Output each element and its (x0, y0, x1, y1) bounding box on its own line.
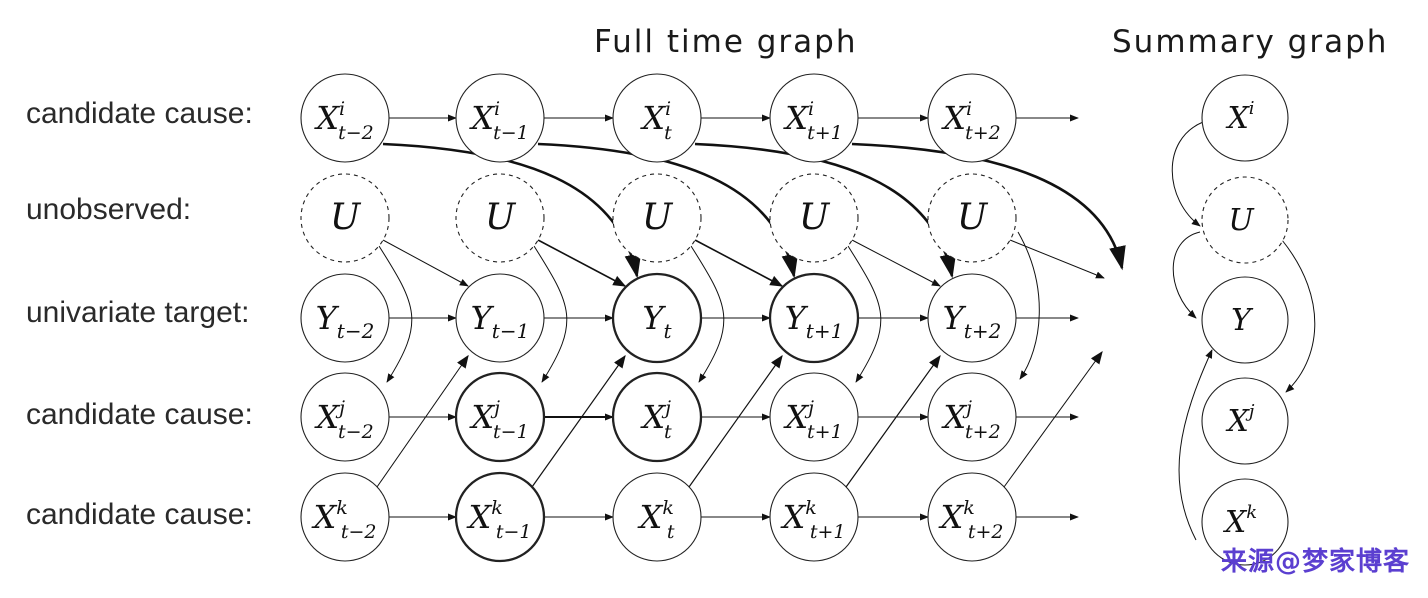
edge-xk-y-4 (1003, 350, 1103, 488)
svg-text:Xit+1: Xit+1 (782, 98, 843, 144)
edge-xk-y-0 (376, 354, 469, 488)
svg-text:Xj: Xj (1226, 401, 1255, 439)
svg-text:Xjt+2: Xjt+2 (940, 397, 1000, 443)
node-u-t3: U (769, 173, 859, 263)
svg-text:Yt+2: Yt+2 (943, 299, 1002, 343)
svg-text:Xkt−1: Xkt−1 (466, 497, 532, 543)
svg-text:Yt+1: Yt+1 (785, 299, 844, 343)
summary-node-u: U (1201, 176, 1289, 264)
svg-text:Xit−2: Xit−2 (313, 98, 374, 144)
edge-u-xj-3 (847, 245, 882, 383)
edge-xk-y-1 (531, 354, 626, 488)
node-y-t2: Yt (611, 272, 703, 364)
summary-edge-xi-u (1171, 121, 1204, 227)
row-label-univariate-target: univariate target: (26, 296, 250, 329)
edge-u-xj-2 (690, 245, 725, 383)
edge-xi-lag2-3 (851, 142, 1126, 271)
full-time-graph-title: Full time graph (594, 24, 858, 60)
svg-text:U: U (1228, 203, 1255, 238)
svg-text:U: U (799, 197, 831, 238)
svg-text:Y: Y (1231, 303, 1254, 338)
edge-u-y-4 (1009, 239, 1105, 279)
svg-text:Xk: Xk (1223, 502, 1257, 540)
svg-text:Xkt: Xkt (637, 497, 675, 543)
edge-u-y-1 (537, 239, 627, 287)
edge-u-xj-1 (533, 245, 568, 383)
node-u-t4: U (927, 173, 1017, 263)
svg-text:U: U (485, 197, 517, 238)
svg-text:Xjt−1: Xjt−1 (468, 397, 528, 443)
watermark-text: 来源@梦家博客 (1220, 547, 1410, 577)
svg-text:Xjt: Xjt (639, 397, 672, 443)
edge-u-y-0 (382, 239, 469, 287)
svg-text:U: U (642, 197, 674, 238)
svg-text:Xjt−2: Xjt−2 (313, 397, 373, 443)
edge-u-y-2 (694, 239, 784, 287)
row-label-candidate-cause-k: candidate cause: (26, 498, 253, 531)
node-u-t1: U (455, 173, 545, 263)
summary-node-xi: Xi (1201, 74, 1289, 162)
svg-text:Xi: Xi (1225, 98, 1254, 136)
summary-edge-xk-y (1178, 349, 1213, 541)
row-label-unobserved: unobserved: (26, 193, 192, 226)
edge-u-xj-4 (1017, 231, 1040, 380)
summary-edge-u-xj (1281, 239, 1316, 393)
summary-graph-title: Summary graph (1112, 24, 1389, 60)
summary-node-xk: Xk (1201, 478, 1289, 566)
svg-text:Yt−2: Yt−2 (316, 299, 375, 343)
row-label-candidate-cause-i: candidate cause: (26, 97, 253, 130)
node-u-t0: U (300, 173, 390, 263)
svg-text:Xkt+1: Xkt+1 (780, 497, 846, 543)
svg-text:Xit−1: Xit−1 (468, 98, 529, 144)
svg-text:Xkt+2: Xkt+2 (938, 497, 1004, 543)
node-y-t1: Yt−1 (455, 273, 545, 363)
summary-node-xj: Xj (1201, 377, 1289, 465)
row-label-candidate-cause-j: candidate cause: (26, 398, 253, 431)
svg-text:U: U (957, 197, 989, 238)
node-u-t2: U (612, 173, 702, 263)
edge-xk-y-3 (845, 354, 941, 488)
edge-xk-y-2 (688, 354, 783, 488)
node-y-t0: Yt−2 (300, 273, 390, 363)
svg-text:Yt: Yt (642, 299, 672, 343)
svg-text:Xit+2: Xit+2 (940, 98, 1001, 144)
svg-text:Xit: Xit (639, 98, 672, 144)
svg-text:Xkt−2: Xkt−2 (311, 497, 377, 543)
edge-u-y-3 (851, 239, 941, 287)
edge-u-xj-0 (378, 245, 413, 383)
summary-node-y: Y (1201, 276, 1289, 364)
svg-text:Xjt+1: Xjt+1 (782, 397, 842, 443)
node-y-t3: Yt+1 (768, 272, 860, 364)
summary-edge-u-y (1172, 231, 1201, 319)
svg-text:Yt−1: Yt−1 (471, 299, 530, 343)
svg-text:U: U (330, 197, 362, 238)
node-y-t4: Yt+2 (927, 273, 1017, 363)
